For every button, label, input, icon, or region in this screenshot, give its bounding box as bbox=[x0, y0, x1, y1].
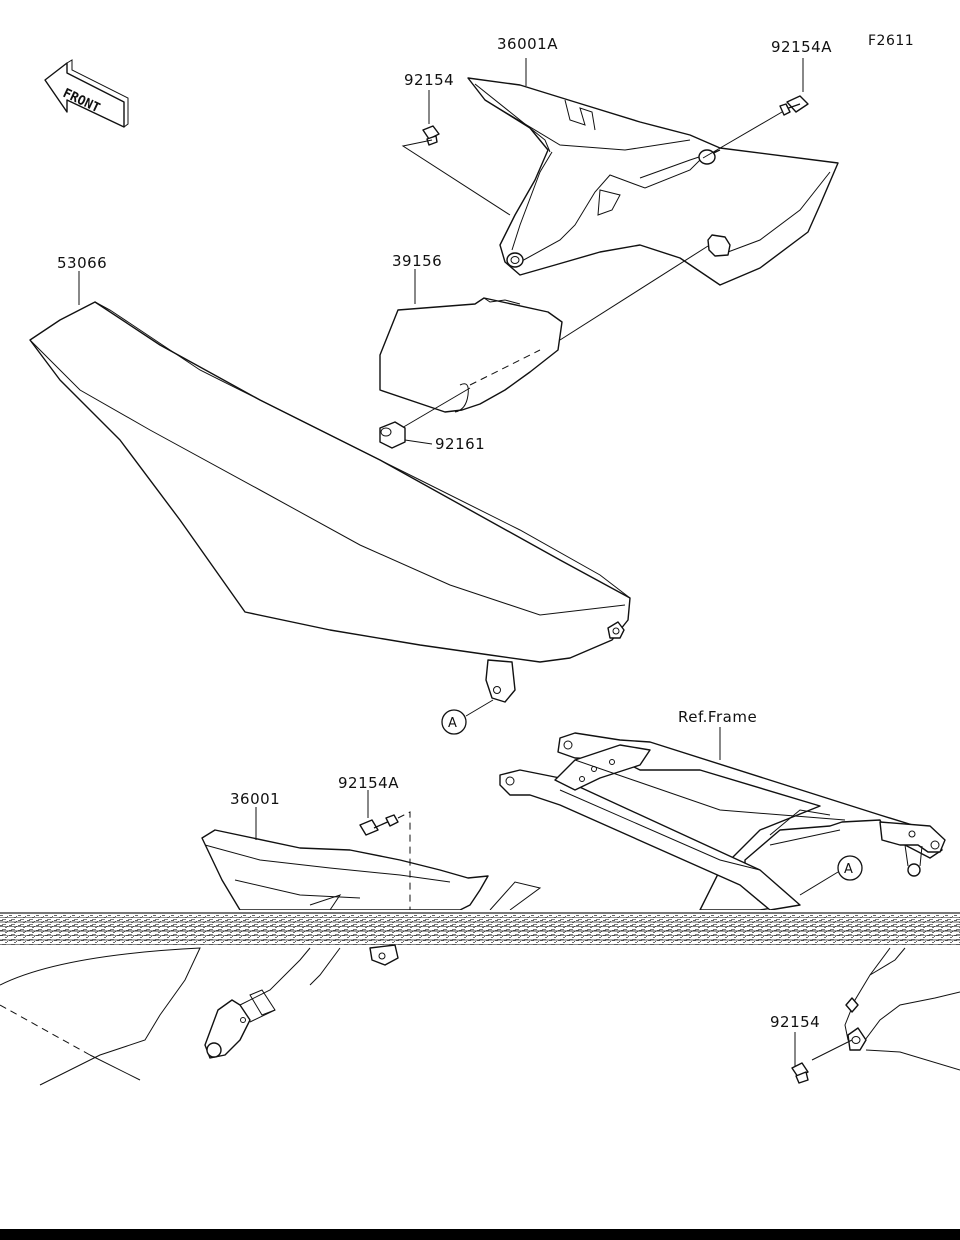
callout-53066: 53066 bbox=[57, 254, 107, 272]
side-cover-right-36001a bbox=[467, 77, 839, 286]
bolt-92154-bottom-icon bbox=[791, 1062, 809, 1084]
callout-92154a-top: 92154A bbox=[771, 38, 832, 56]
scan-noise-band bbox=[0, 910, 960, 946]
callout-92154a-bottom: 92154A bbox=[338, 774, 399, 792]
callout-36001a: 36001A bbox=[497, 35, 558, 53]
callout-92161: 92161 bbox=[435, 435, 485, 453]
figure-code: F2611 bbox=[868, 33, 914, 49]
callout-92154-bottom: 92154 bbox=[770, 1013, 820, 1031]
seat-53066 bbox=[29, 301, 631, 703]
callout-ref-frame: Ref.Frame bbox=[678, 708, 757, 726]
callout-a-frame: A bbox=[844, 862, 853, 877]
side-cover-left-lower bbox=[0, 944, 399, 1086]
bolt-92154a-bottom-icon bbox=[359, 814, 399, 836]
bolt-92154-top-icon bbox=[422, 125, 440, 146]
ref-a-circle-frame bbox=[837, 855, 863, 881]
ref-frame-subframe bbox=[499, 732, 946, 911]
frame-lower-right bbox=[844, 947, 960, 1071]
side-cover-insert-39156 bbox=[379, 297, 563, 413]
callout-39156: 39156 bbox=[392, 252, 442, 270]
grommet-92161-icon bbox=[379, 421, 406, 449]
side-cover-left-36001 bbox=[201, 829, 542, 911]
callout-a-seat: A bbox=[448, 716, 457, 731]
ref-a-circle-seat bbox=[441, 709, 467, 735]
bolt-92154a-top-icon bbox=[779, 95, 809, 116]
front-arrow-icon: FRONT bbox=[44, 59, 129, 128]
callout-36001: 36001 bbox=[230, 790, 280, 808]
scan-bottom-edge bbox=[0, 1229, 960, 1240]
callout-92154-top: 92154 bbox=[404, 71, 454, 89]
